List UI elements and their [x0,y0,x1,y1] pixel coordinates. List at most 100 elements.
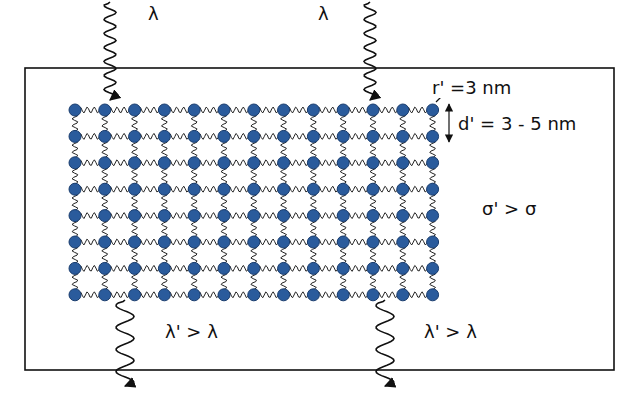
particle [337,289,349,301]
particle [307,157,319,169]
particle [129,130,141,142]
particle [99,130,111,142]
particle [69,104,81,116]
particle [99,183,111,195]
particle [397,130,409,142]
particle [129,210,141,222]
particle [99,210,111,222]
particle [99,236,111,248]
particle [278,183,290,195]
particle [69,210,81,222]
particle [397,183,409,195]
photon-wave [364,2,376,100]
particle [337,104,349,116]
particle [397,210,409,222]
particle [278,289,290,301]
particle [307,183,319,195]
particle [99,157,111,169]
particle [367,236,379,248]
particle [427,210,439,222]
particle [188,104,200,116]
particle [337,210,349,222]
annotation-label: λ [316,4,331,24]
particle [397,104,409,116]
particle [99,289,111,301]
particle [307,262,319,274]
particle [307,130,319,142]
dimension-arrow [448,104,449,142]
particle [129,262,141,274]
sample-frame [25,68,614,370]
particle [427,130,439,142]
particle [69,289,81,301]
annotation-label: d' = 3 - 5 nm [456,114,578,134]
particle [248,236,260,248]
annotation-label: λ' > λ [422,322,479,342]
particle [218,289,230,301]
particle [427,236,439,248]
particle [248,130,260,142]
particle [367,157,379,169]
photon-wave [116,300,134,386]
particle [99,262,111,274]
particle [188,130,200,142]
particle [218,236,230,248]
particle [129,157,141,169]
particle [158,236,170,248]
particle [158,262,170,274]
particle [188,289,200,301]
particle [278,262,290,274]
particle [158,183,170,195]
particle [427,289,439,301]
particle [158,130,170,142]
particle [248,104,260,116]
particle [278,157,290,169]
particle [397,262,409,274]
particle [188,236,200,248]
particle [248,157,260,169]
particle [307,104,319,116]
annotation-label: λ [146,4,161,24]
particle [188,210,200,222]
particle [337,236,349,248]
particle [69,183,81,195]
particle [129,183,141,195]
particle [367,262,379,274]
particle [427,183,439,195]
particle [218,157,230,169]
particle [129,104,141,116]
particle [427,104,439,116]
particle [367,104,379,116]
particle [278,210,290,222]
particle [397,157,409,169]
photon-wave [376,300,394,386]
particle [129,289,141,301]
particle [158,157,170,169]
particle [278,130,290,142]
particle [367,289,379,301]
particle [69,130,81,142]
particle [69,157,81,169]
particle [218,262,230,274]
particle [218,183,230,195]
particle [337,262,349,274]
particle [427,157,439,169]
particle [427,262,439,274]
particle [218,210,230,222]
particle [278,104,290,116]
particle [158,289,170,301]
particle [188,157,200,169]
particle [307,289,319,301]
particle [248,183,260,195]
particle [337,157,349,169]
particle [188,183,200,195]
particle [397,236,409,248]
particle [337,183,349,195]
particle [248,262,260,274]
particle [218,104,230,116]
particle [367,130,379,142]
particle [158,104,170,116]
particle [218,130,230,142]
particle [397,289,409,301]
particle [129,236,141,248]
